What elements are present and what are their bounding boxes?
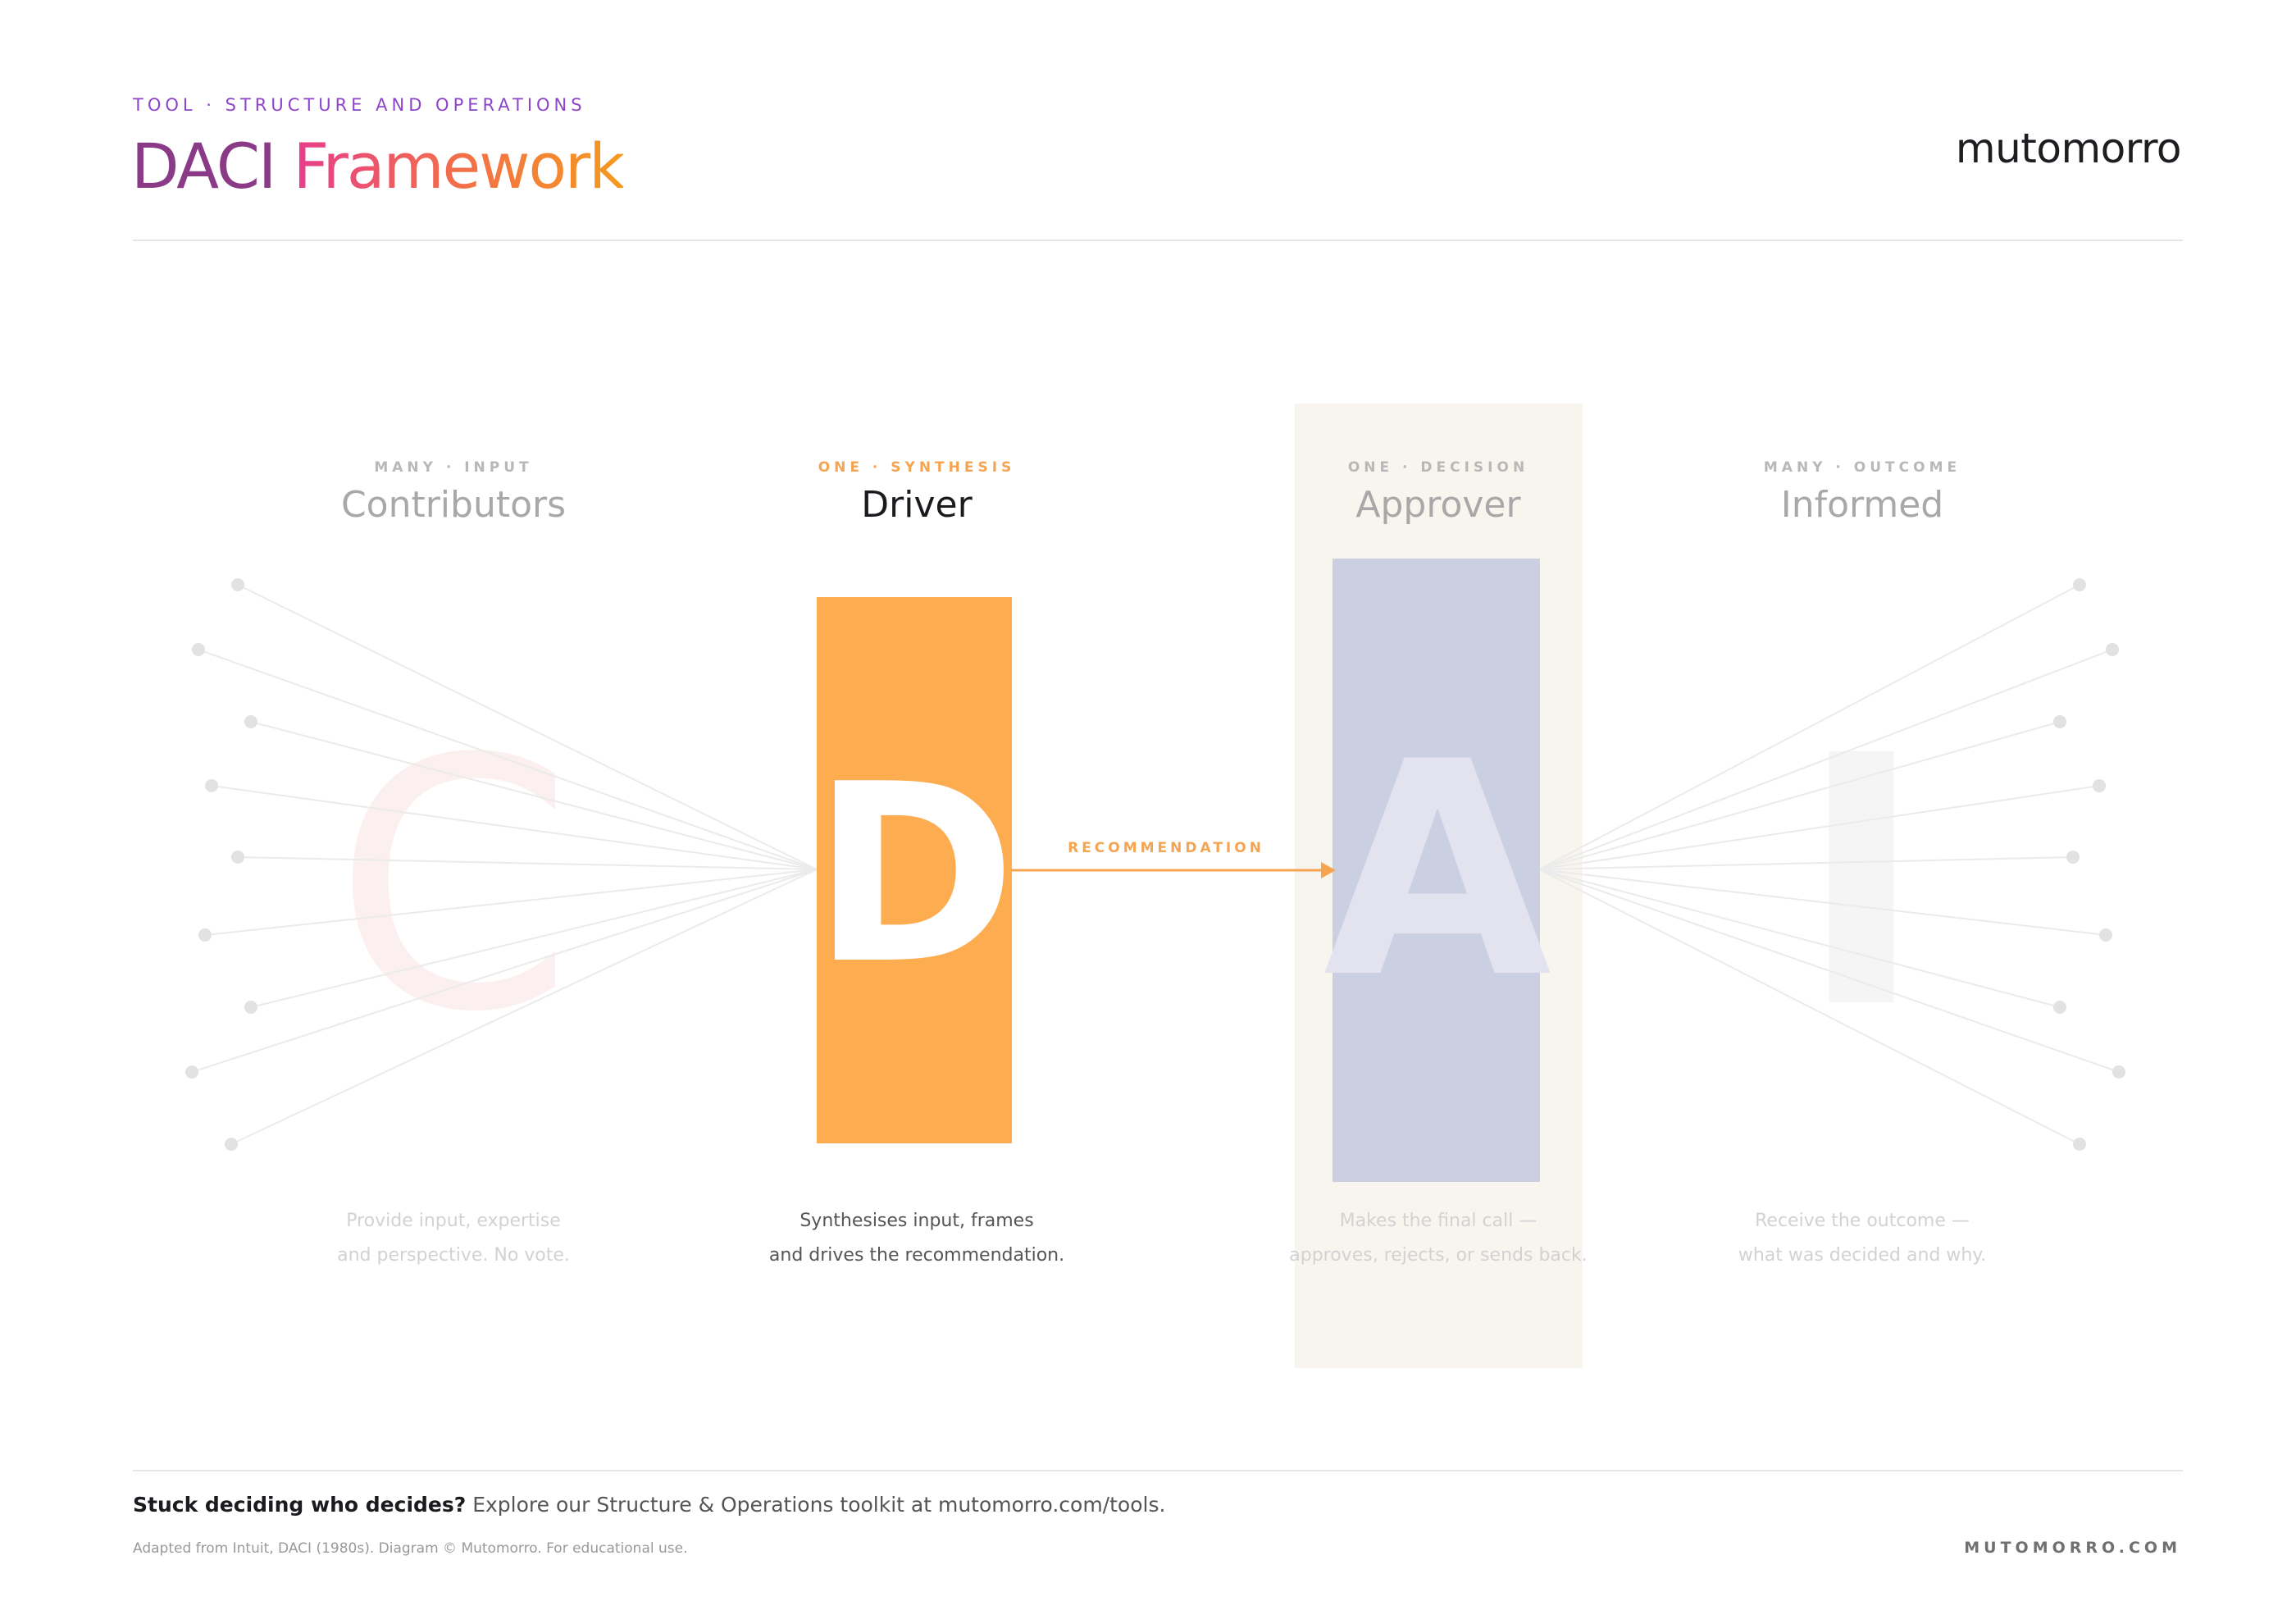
driver-heading: Driver <box>861 484 973 526</box>
title-framework: Framework <box>293 130 626 203</box>
header-divider <box>133 239 2183 241</box>
informed-node <box>2106 643 2119 656</box>
contributor-spoke <box>230 869 818 1145</box>
contributor-spoke <box>250 721 818 870</box>
contributor-node <box>231 851 244 864</box>
informed-spokes <box>1538 584 2120 1145</box>
footer-cta-link-text[interactable]: Explore our Structure & Operations toolk… <box>466 1493 1166 1517</box>
title-daci: DACI <box>131 130 276 203</box>
contributor-spoke <box>211 785 818 870</box>
contributor-spoke <box>204 869 818 936</box>
contributors-heading: Contributors <box>340 484 567 526</box>
contributors-tag: MANY · INPUT <box>374 459 533 476</box>
informed-spoke <box>1538 721 2061 870</box>
informed-spoke <box>1538 869 2061 1008</box>
informed-tag: MANY · OUTCOME <box>1763 459 1961 476</box>
contributor-node <box>205 779 218 792</box>
informed-heading: Informed <box>1780 484 1944 526</box>
informed-spoke <box>1538 869 2120 1073</box>
contributor-spoke <box>237 584 818 870</box>
contributor-node <box>185 1065 198 1079</box>
footer-credit: Adapted from Intuit, DACI (1980s). Diagr… <box>133 1540 688 1557</box>
approver-tag: ONE · DECISION <box>1347 459 1529 476</box>
contributor-node <box>225 1138 238 1151</box>
informed-node <box>2093 779 2106 792</box>
informed-spoke <box>1538 869 2107 936</box>
informed-node <box>2053 715 2066 728</box>
approver-letter: A <box>1323 699 1554 1042</box>
approver-box <box>1332 559 1540 1182</box>
informed-description: Receive the outcome — what was decided an… <box>1616 1204 2108 1273</box>
informed-spoke <box>1538 856 2074 870</box>
informed-spoke <box>1538 584 2080 870</box>
driver-letter: D <box>812 732 1016 1018</box>
approver-desc-line1: Makes the final call — <box>1339 1211 1538 1231</box>
contributor-nodes <box>185 578 257 1151</box>
informed-nodes <box>2053 578 2125 1151</box>
informed-node <box>2112 1065 2125 1079</box>
contributors-desc-line2: and perspective. No vote. <box>337 1245 570 1266</box>
footer-cta: Stuck deciding who decides? Explore our … <box>133 1493 1165 1517</box>
brand-logo[interactable]: mutomorro <box>1955 125 2182 172</box>
approver-description: Makes the final call — approves, rejects,… <box>1192 1204 1684 1273</box>
contributor-node <box>198 928 212 942</box>
contributor-node <box>192 643 205 656</box>
driver-box <box>817 597 1012 1143</box>
footer-cta-question: Stuck deciding who decides? <box>133 1493 467 1517</box>
recommendation-arrowhead <box>1321 862 1336 878</box>
informed-node <box>2073 578 2086 591</box>
contributors-watermark-letter: C <box>333 687 573 1088</box>
footer-divider <box>133 1470 2183 1471</box>
contributors-desc-line1: Provide input, expertise <box>346 1211 561 1231</box>
informed-spoke <box>1538 785 2100 870</box>
informed-node <box>2073 1138 2086 1151</box>
contributor-spoke <box>198 649 818 870</box>
informed-spoke <box>1538 869 2080 1145</box>
contributors-description: Provide input, expertise and perspective.… <box>207 1204 699 1273</box>
informed-desc-line2: what was decided and why. <box>1738 1245 1987 1266</box>
footer-site-link[interactable]: MUTOMORRO.COM <box>1964 1539 2181 1557</box>
informed-watermark-letter: I <box>1797 683 1925 1084</box>
page-title: DACI Framework <box>131 130 626 203</box>
recommendation-label: RECOMMENDATION <box>1068 840 1264 856</box>
driver-desc-line1: Synthesises input, frames <box>800 1211 1034 1231</box>
driver-tag: ONE · SYNTHESIS <box>818 459 1016 476</box>
contributor-node <box>244 1001 257 1014</box>
driver-desc-line2: and drives the recommendation. <box>768 1245 1065 1266</box>
informed-node <box>2053 1001 2066 1014</box>
kicker: TOOL · STRUCTURE AND OPERATIONS <box>133 95 586 115</box>
approver-heading: Approver <box>1355 484 1521 526</box>
informed-node <box>2099 928 2112 942</box>
contributor-spoke <box>250 869 818 1008</box>
driver-description: Synthesises input, frames and drives the … <box>671 1204 1163 1273</box>
informed-desc-line1: Receive the outcome — <box>1755 1211 1970 1231</box>
contributor-spokes <box>191 584 818 1145</box>
contributor-node <box>244 715 257 728</box>
approver-desc-line2: approves, rejects, or sends back. <box>1289 1245 1588 1266</box>
contributor-node <box>231 578 244 591</box>
contributor-spoke <box>237 856 818 870</box>
informed-node <box>2066 851 2080 864</box>
contributor-spoke <box>191 869 818 1073</box>
informed-spoke <box>1538 649 2113 870</box>
